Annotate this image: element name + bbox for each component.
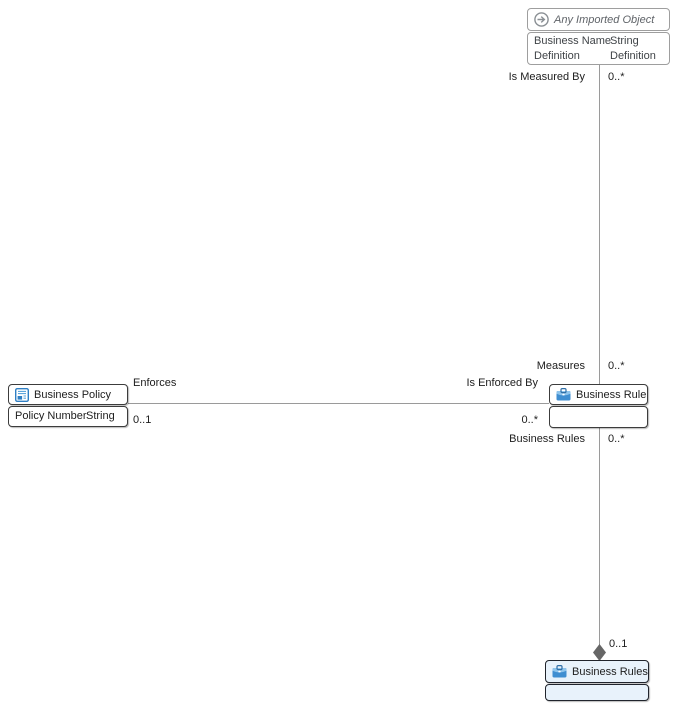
edge-is-measured-by-line[interactable] bbox=[599, 65, 600, 384]
edge-business-rules-line[interactable] bbox=[599, 428, 600, 646]
multiplicity-is-measured-by: 0..* bbox=[608, 71, 625, 83]
attribute-name: Definition bbox=[534, 49, 580, 62]
node-business-rules[interactable]: Business Rules bbox=[545, 660, 649, 701]
attribute-name: Policy Number bbox=[15, 410, 87, 422]
import-icon bbox=[534, 12, 549, 27]
node-business-policy[interactable]: Business Policy Policy Number String bbox=[8, 384, 128, 427]
policy-document-icon bbox=[15, 387, 29, 402]
node-title: Any Imported Object bbox=[554, 13, 655, 26]
edge-enforces-line[interactable] bbox=[128, 403, 549, 404]
attribute-type: String bbox=[610, 34, 639, 47]
attribute-type: String bbox=[86, 410, 115, 422]
briefcase-icon bbox=[556, 388, 571, 401]
briefcase-icon bbox=[552, 665, 567, 678]
attribute-type: Definition bbox=[610, 49, 656, 62]
multiplicity-business-rules: 0..* bbox=[608, 433, 625, 445]
attribute-row: Business Name String bbox=[534, 34, 663, 49]
attribute-row: Definition Definition bbox=[534, 49, 663, 64]
attribute-row: Policy Number String bbox=[15, 409, 121, 424]
attribute-name: Business Name bbox=[534, 34, 612, 47]
multiplicity-measures: 0..* bbox=[608, 360, 625, 372]
edge-label-measures: Measures bbox=[536, 360, 585, 372]
edge-label-is-measured-by: Is Measured By bbox=[508, 71, 585, 83]
edge-label-is-enforced-by: Is Enforced By bbox=[466, 377, 538, 389]
aggregation-diamond[interactable] bbox=[593, 644, 606, 661]
node-title: Business Rule bbox=[576, 388, 647, 401]
multiplicity-is-enforced-by: 0..* bbox=[521, 414, 538, 426]
node-title: Business Policy bbox=[34, 388, 112, 401]
multiplicity-aggregation: 0..1 bbox=[609, 638, 628, 650]
empty-attribute-compartment bbox=[545, 684, 649, 701]
node-title: Business Rules bbox=[572, 665, 648, 678]
edge-label-enforces: Enforces bbox=[133, 377, 177, 389]
node-any-imported-object[interactable]: Any Imported Object Business Name String… bbox=[527, 8, 670, 65]
edge-label-business-rules: Business Rules bbox=[509, 433, 585, 445]
multiplicity-enforces: 0..1 bbox=[133, 414, 152, 426]
node-business-rule[interactable]: Business Rule bbox=[549, 384, 648, 428]
empty-attribute-compartment bbox=[549, 406, 648, 428]
